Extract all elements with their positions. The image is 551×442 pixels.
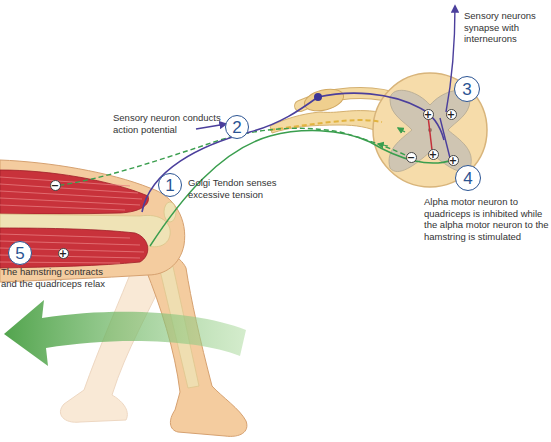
direction-arrow	[196, 124, 226, 129]
callout-circle: 1	[158, 173, 182, 197]
callout-circle: 3	[454, 76, 480, 102]
annotation-text: Sensory neuron conducts action potential	[113, 112, 231, 135]
sign-symbol: +	[423, 109, 434, 120]
sign-symbol: +	[448, 155, 459, 166]
alpha-motor-neuron	[150, 131, 452, 246]
spinal-cord	[373, 73, 487, 187]
quadriceps-muscle	[0, 170, 148, 214]
interneuron	[428, 116, 432, 150]
dorsal-root-ganglion	[302, 85, 346, 114]
direction-arrow	[398, 128, 405, 132]
annotation-text: The hamstring contracts and the quadrice…	[1, 266, 113, 289]
callout-number: 2	[232, 119, 241, 136]
sign-symbol: −	[406, 152, 417, 163]
sensory-neuron	[318, 93, 444, 140]
grey-matter	[389, 90, 471, 171]
muscle-fibres	[0, 234, 144, 263]
sign-symbol: +	[428, 149, 439, 160]
sign-symbol: −	[50, 180, 61, 191]
callout-circle: 5	[8, 241, 32, 265]
callout-circle: 2	[225, 115, 249, 139]
sign-symbol: +	[58, 248, 69, 259]
callout-number: 4	[463, 170, 472, 187]
annotation-text: Golgi Tendon senses excessive tension	[188, 177, 288, 200]
muscle-fibres	[0, 177, 142, 210]
annotation-text: Alpha motor neuron to quadriceps is inhi…	[424, 196, 550, 242]
callout-number: 5	[15, 245, 24, 262]
ascending-neuron	[446, 6, 455, 112]
cell-body	[314, 93, 322, 101]
callout-number: 3	[462, 81, 471, 98]
movement-arrow	[4, 300, 246, 366]
interneuron	[440, 118, 450, 158]
callout-circle: 4	[455, 165, 481, 191]
direction-arrow	[378, 144, 388, 146]
callout-number: 1	[165, 177, 174, 194]
annotation-text: Sensory neurons synapse with interneuron…	[464, 10, 550, 45]
sign-symbol: +	[446, 109, 457, 120]
hamstring-muscle	[0, 228, 148, 268]
